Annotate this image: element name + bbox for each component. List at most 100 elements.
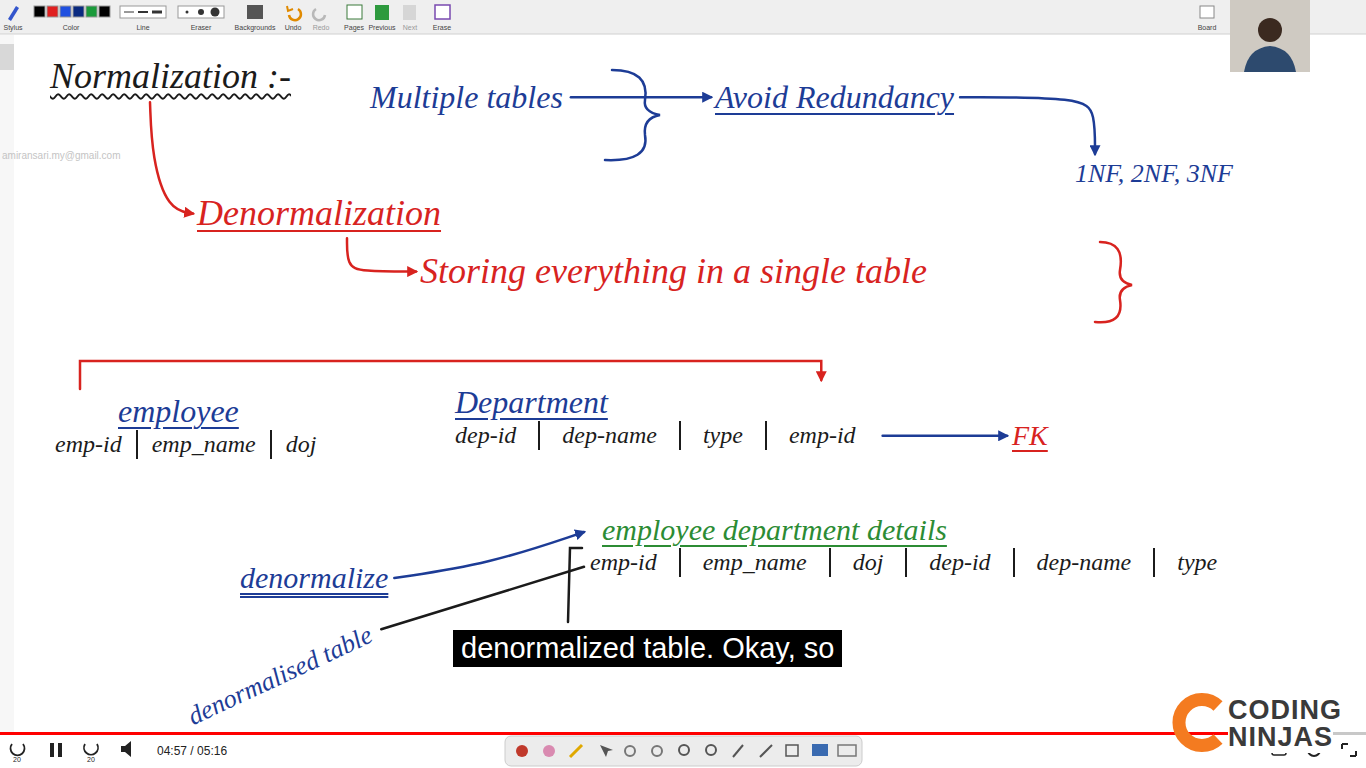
node-text: denormalised table [183,620,377,731]
toolbar-label: Stylus [3,24,22,32]
column-cell: emp_name [136,430,270,459]
stylus-icon [8,6,19,21]
table-schema: employeeemp-id emp_name doj [55,392,330,459]
connector [80,361,821,389]
table-heading-row: employee department details [590,512,1239,548]
column-name: emp-id [590,549,657,575]
color-swatch [34,6,45,17]
tool-icon [652,746,662,756]
column-name: emp-id [789,422,856,448]
erase-icon [435,5,450,19]
node-text: FK [1012,420,1048,451]
toolbar-border [0,34,1366,35]
previous-icon [375,5,389,20]
toolbar-label: Color [63,24,80,32]
toolbar-label: Redo [313,24,330,32]
webcam-frame [1230,0,1310,72]
toolbar-label: Erase [433,24,451,32]
toolbar-label: Undo [285,24,302,32]
subtitle: denormalized table. Okay, so [453,630,842,667]
color-swatch [86,6,97,17]
next-icon [403,5,416,20]
undo-icon [287,6,293,11]
color-swatch [73,6,84,17]
node-text: Storing everything in a single table [420,251,927,291]
column-cell: type [679,421,765,450]
column-name: emp_name [152,431,256,457]
fullscreen-icon [1342,744,1356,756]
left-tab [0,44,14,70]
brace [1095,242,1132,322]
column-name: dep-id [455,422,516,448]
table-bracket [568,548,582,622]
captions-icon [1272,744,1286,755]
redo-icon [313,9,325,20]
toolbar-label: Previous [368,24,395,32]
table-name: Department [455,384,608,420]
node-text: Normalization :- [50,56,291,96]
table-heading-row: Department [455,383,878,421]
note-text: denormalize [240,560,388,596]
logo-text: NINJAS [1228,721,1333,753]
eraser-icon [211,8,220,17]
toolbar-label: Eraser [191,24,212,32]
table-schema: Departmentdep-id dep-name type emp-id [455,383,878,450]
toolbar-label: Backgrounds [235,24,276,32]
pause-icon [58,743,62,757]
skip-forward-icon [84,744,98,755]
tool-icon [543,745,555,757]
note-text: Storing everything in a single table [420,250,927,293]
tool-icon [625,746,635,756]
tool-icon [812,744,828,756]
column-name: type [1177,549,1217,575]
topic-heading: Denormalization [197,192,441,235]
toolbar-label: Line [136,24,149,32]
skip-back-icon [10,744,24,755]
column-cell: doj [270,430,331,459]
column-cell: emp-id [55,430,136,459]
pause-icon [50,743,54,757]
tool-icon [570,745,582,757]
topic-heading: Normalization :- [50,55,291,98]
note-text: denormalised table [183,619,377,732]
connector [150,102,193,213]
backgrounds-icon [247,5,263,19]
watermark: amiransari.my@gmail.com [2,150,121,162]
eraser-icon [178,6,224,18]
tool-icon [679,745,689,755]
column-row: emp-idemp_namedojdep-iddep-nametype [590,548,1239,577]
tool-icon [786,745,798,756]
tool-icon [706,745,716,755]
column-name: dep-name [1037,549,1132,575]
column-cell: dep-id [905,548,1012,577]
board-icon [1200,6,1214,18]
table-schema: employee department detailsemp-idemp_nam… [590,512,1239,577]
settings-icon [1308,744,1320,756]
column-name: type [703,422,743,448]
tool-icon [733,745,743,757]
table-heading-row: employee [55,392,330,430]
video-time: 04:57 / 05:16 [157,744,227,758]
column-cell: emp-id [765,421,878,450]
progress-knob [1306,728,1318,740]
node-text: Avoid Redundancy [715,79,954,115]
column-name: doj [853,549,884,575]
line-icon [152,11,162,14]
tool-icon [838,745,856,756]
webcam-person [1244,46,1296,72]
line-icon [120,6,166,18]
webcam-person [1258,18,1282,42]
node-text: denormalize [240,561,388,594]
line-icon [124,12,134,13]
column-name: doj [286,431,317,457]
key-label: FK [1012,419,1048,453]
toolbar-label: Next [403,24,417,32]
progress-remaining [1312,732,1366,735]
logo-text: CODING [1228,694,1342,726]
color-swatch [47,6,58,17]
brace [605,70,660,160]
column-name: emp-id [55,431,122,457]
column-cell: dep-name [538,421,679,450]
node-text: Denormalization [197,193,441,233]
column-name: dep-id [929,549,990,575]
